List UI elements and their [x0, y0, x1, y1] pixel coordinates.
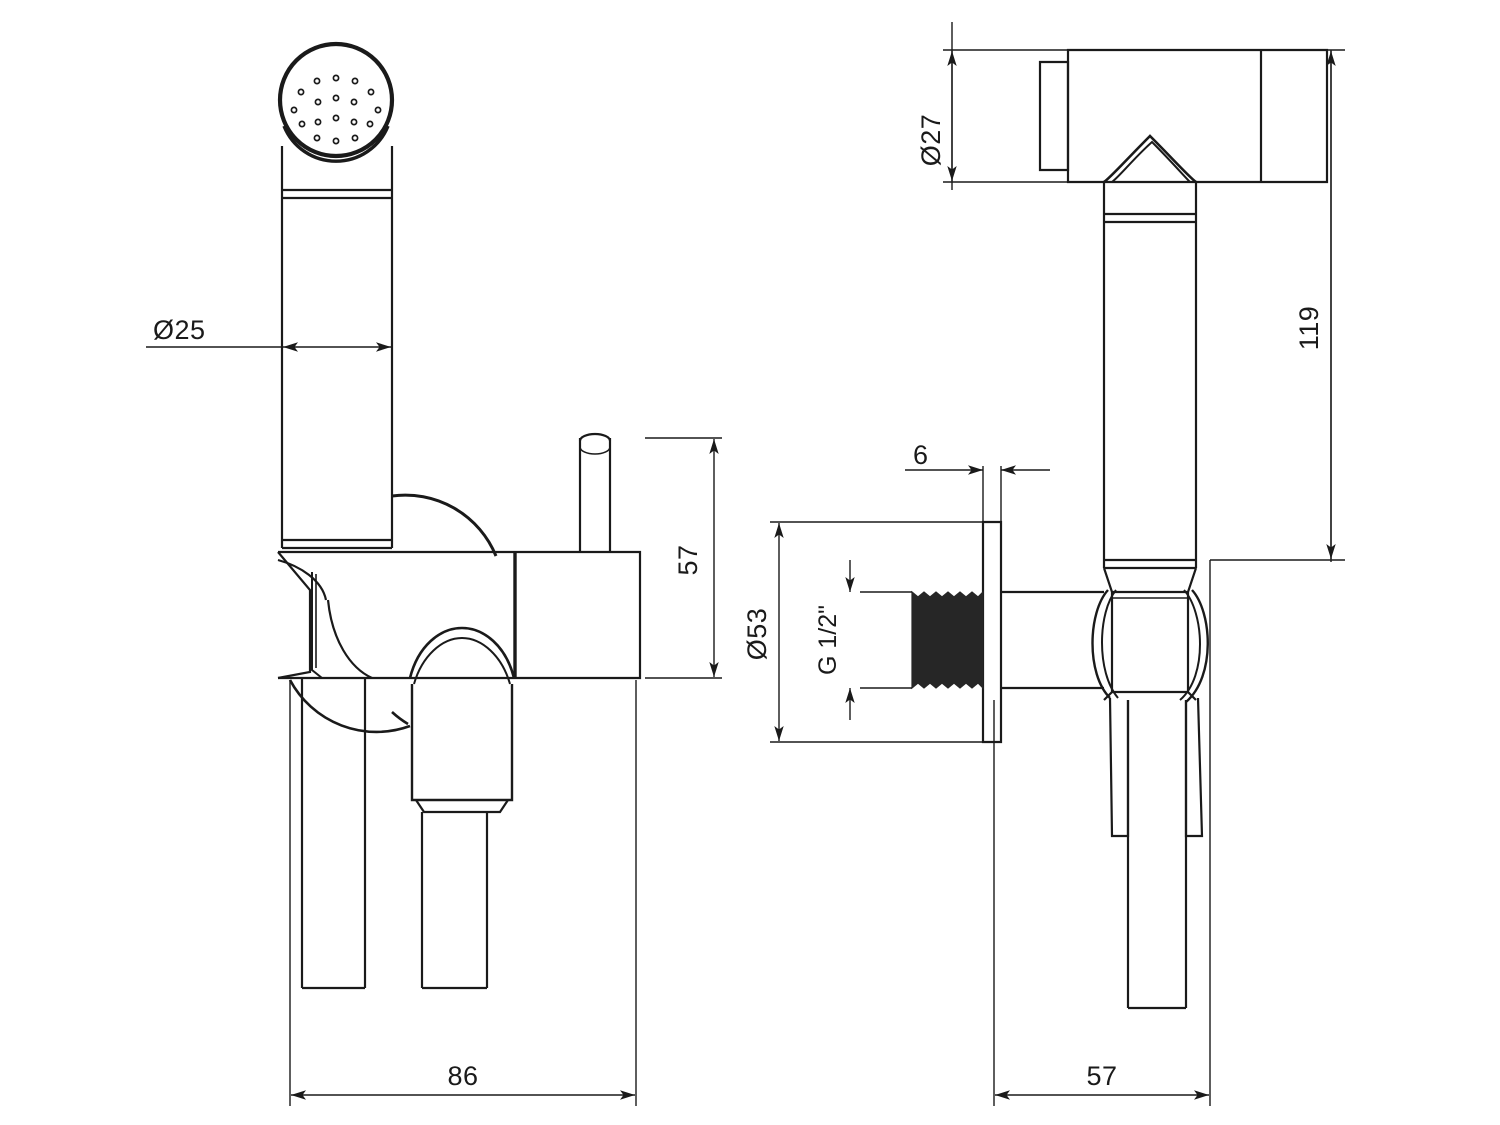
holder-left-jaw-inner	[311, 572, 323, 679]
escutcheon-plate	[981, 520, 1003, 744]
side-bracket-leg-left	[1108, 697, 1130, 838]
lever-stem-cap-inner	[579, 446, 611, 455]
nozzle-hole-group	[290, 74, 382, 145]
dim-86	[289, 680, 637, 1106]
dim-119	[1210, 49, 1345, 562]
outlet-cone-taper	[415, 799, 509, 814]
dim-label-119: 119	[1294, 306, 1324, 351]
valve-body-outline	[278, 550, 642, 680]
dim-57-width	[993, 560, 1211, 1106]
side-view-geometry	[1038, 48, 1329, 1010]
dim-57-height	[645, 437, 722, 679]
dimension-layer	[146, 22, 1345, 1106]
side-arch-outer	[1103, 134, 1197, 184]
dim-d27	[943, 22, 1068, 190]
threaded-nipple	[911, 590, 984, 690]
cradle-lower-curve	[326, 599, 373, 680]
dim-6	[905, 465, 1050, 522]
dim-label-86: 86	[447, 1061, 478, 1091]
side-head-body	[1066, 48, 1329, 184]
outlet-cone-top-arc-inner	[413, 636, 511, 685]
spray-head-face-circle	[277, 41, 395, 159]
side-bracket-leg-right	[1184, 697, 1204, 838]
bracket-ring-lower-arc	[391, 711, 409, 726]
lever-stem-cap	[578, 432, 612, 442]
side-arch-inner	[1111, 140, 1191, 183]
side-bracket-ring-right-outer	[1185, 589, 1209, 703]
front-view-geometry	[277, 41, 642, 990]
outlet-cone-top-arc	[408, 626, 516, 679]
holder-left-jaw	[277, 551, 312, 680]
dim-label-d25: Ø25	[153, 315, 206, 345]
wall-connector-geometry	[981, 520, 1104, 744]
dim-label-6: 6	[913, 440, 929, 470]
dim-label-d27: Ø27	[916, 114, 946, 167]
dim-thread	[845, 560, 912, 720]
bracket-ring-upper-arc	[391, 493, 498, 557]
dim-label-57-height: 57	[673, 544, 703, 575]
dim-label-d53: Ø53	[742, 608, 772, 661]
side-head-nozzle-plate	[1038, 60, 1070, 172]
cradle-upper-curve	[277, 558, 328, 601]
side-bracket-ring-right-inner	[1179, 589, 1201, 701]
side-bracket-ring-left-inner	[1101, 589, 1119, 699]
side-taper-right	[1186, 567, 1198, 701]
spray-head-rim-arc	[282, 125, 390, 163]
dimension-text-layer: Ø25 Ø27 119 57 Ø53 G 1/2" 6 86 57	[153, 114, 1324, 1091]
bracket-ring-bottom-arc	[288, 679, 411, 734]
dim-d53	[770, 521, 983, 743]
dim-label-57-width: 57	[1086, 1061, 1117, 1091]
outlet-cone-body	[410, 684, 514, 802]
dim-label-thread: G 1/2"	[814, 605, 842, 675]
